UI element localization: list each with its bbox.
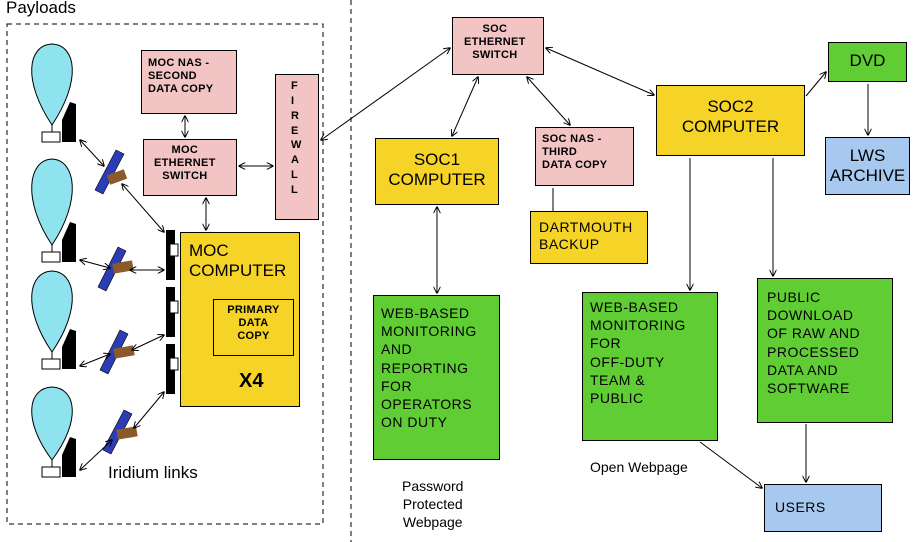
arrow-socswitch-soc2 [546,48,654,95]
payloads-region [6,23,324,525]
open-webpage-label: Open Webpage [590,459,688,475]
arrow-socswitch-socnas [527,77,570,125]
dartmouth-box: DARTMOUTH BACKUP [530,211,648,264]
soc-switch-label: SOC ETHERNET SWITCH [464,23,526,62]
balloon-3 [31,270,76,370]
arrow-soc2-dvd [805,72,826,97]
dvd-label: DVD [849,51,886,70]
moc-nas-box: MOC NAS - SECOND DATA COPY [141,50,237,114]
arrow-webpublic-users [699,441,762,488]
primary-copy-label: PRIMARY DATA COPY [227,304,280,343]
arrow-firewall-socswitch [321,48,450,140]
web-operators-label: WEB-BASED MONITORING AND REPORTING FOR O… [381,305,477,431]
moc-switch-label: MOC ETHERNET SWITCH [154,144,216,183]
public-download-box: PUBLIC DOWNLOAD OF RAW AND PROCESSED DAT… [757,278,893,423]
arrow-socswitch-soc1 [452,77,478,136]
soc-nas-label: SOC NAS - THIRD DATA COPY [542,133,608,172]
moc-nas-label: MOC NAS - SECOND DATA COPY [148,57,214,96]
balloon-1 [31,43,76,143]
soc2-computer-label: SOC2 COMPUTER [681,97,780,137]
payloads-label: Payloads [6,0,76,17]
users-label: USERS [775,499,826,515]
x4-label: X4 [239,370,264,392]
public-download-label: PUBLIC DOWNLOAD OF RAW AND PROCESSED DAT… [767,289,861,396]
web-operators-box: WEB-BASED MONITORING AND REPORTING FOR O… [373,295,500,460]
firewall-box: F I R E W A L L [275,74,319,220]
balloon-icon [31,43,73,126]
web-public-box: WEB-BASED MONITORING FOR OFF-DUTY TEAM &… [582,292,718,441]
soc1-computer-label: SOC1 COMPUTER [388,150,486,190]
lws-archive-label: LWS ARCHIVE [829,146,906,186]
balloon-2 [31,158,76,263]
balloon-icon [31,270,73,353]
moc-computer-label: MOC COMPUTER [189,241,287,281]
iridium-links [80,140,164,470]
web-public-label: WEB-BASED MONITORING FOR OFF-DUTY TEAM &… [590,299,686,406]
balloon-icon [31,158,73,246]
firewall-label: F I R E W A L L [291,80,302,196]
satellite-1-icon [94,149,128,195]
soc1-computer-box: SOC1 COMPUTER [375,138,499,205]
password-protected-label: Password Protected Webpage [402,478,464,531]
primary-copy-box: PRIMARY DATA COPY [213,299,294,356]
soc-switch-box: SOC ETHERNET SWITCH [452,17,544,75]
satellite-4-icon [102,409,138,455]
balloon-4 [31,386,76,478]
balloon-icon [31,386,73,461]
dvd-box: DVD [828,42,907,82]
dartmouth-label: DARTMOUTH BACKUP [539,219,633,252]
satellite-2-icon [97,246,134,292]
soc-nas-box: SOC NAS - THIRD DATA COPY [535,127,634,186]
iridium-links-label: Iridium links [108,463,198,482]
modem-ports [166,230,179,394]
moc-computer-box: MOC COMPUTER PRIMARY DATA COPY X4 [180,232,300,407]
soc2-computer-box: SOC2 COMPUTER [656,85,805,156]
satellite-3-icon [99,329,135,375]
users-box: USERS [764,484,882,532]
lws-archive-box: LWS ARCHIVE [825,137,910,195]
